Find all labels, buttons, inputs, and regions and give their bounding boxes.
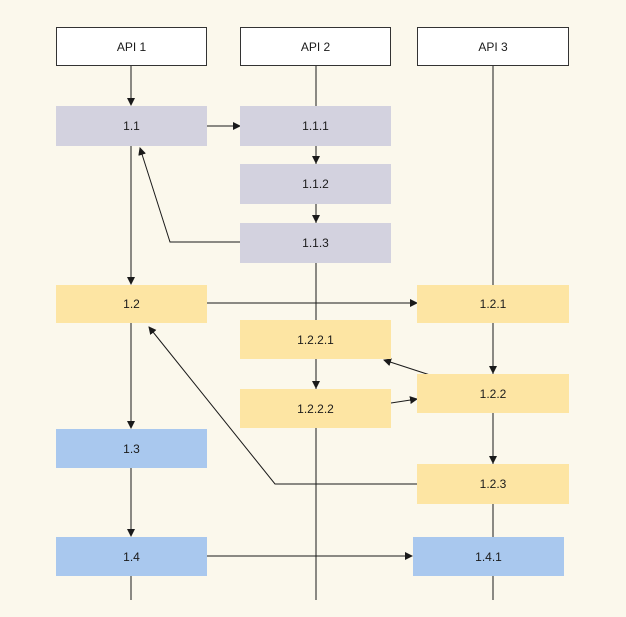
- arrow-1-2-2-to-1-2-2-1: [383, 358, 431, 376]
- api3-header: API 3: [417, 27, 569, 66]
- node-1-1-3-label: 1.1.3: [302, 236, 329, 250]
- node-1-3-label: 1.3: [123, 441, 140, 456]
- node-1-2: 1.2: [56, 285, 207, 323]
- arrow-1-2-2-2-to-1-2-2: [390, 396, 418, 405]
- node-1-1: 1.1: [56, 106, 207, 146]
- node-1-2-label: 1.2: [123, 297, 140, 311]
- return-1-1-3-to-1-1: [138, 147, 240, 243]
- node-1-1-1-label: 1.1.1: [302, 119, 329, 133]
- node-1-1-2-label: 1.1.2: [302, 177, 329, 191]
- node-1-2-2-label: 1.2.2: [479, 386, 507, 401]
- node-1-4: 1.4: [56, 537, 207, 576]
- node-1-2-1: 1.2.1: [417, 285, 569, 323]
- api3-header-label: API 3: [478, 39, 508, 54]
- api1-header-label: API 1: [116, 39, 147, 54]
- node-1-2-2-2-label: 1.2.2.2: [297, 401, 334, 416]
- node-1-1-label: 1.1: [123, 119, 140, 133]
- node-1-2-2-1-label: 1.2.2.1: [297, 332, 334, 347]
- node-1-1-3: 1.1.3: [240, 223, 391, 263]
- node-1-4-label: 1.4: [123, 549, 140, 564]
- api1-header: API 1: [56, 27, 207, 66]
- node-1-3: 1.3: [56, 429, 207, 468]
- node-1-2-3-label: 1.2.3: [479, 477, 507, 491]
- node-1-4-1-label: 1.4.1: [475, 549, 502, 564]
- node-1-1-1: 1.1.1: [240, 106, 391, 146]
- node-1-2-1-label: 1.2.1: [479, 297, 507, 311]
- api2-header-label: API 2: [300, 39, 331, 54]
- node-1-2-3: 1.2.3: [417, 464, 569, 504]
- node-1-2-2-1: 1.2.2.1: [240, 320, 391, 359]
- api2-header: API 2: [240, 27, 391, 66]
- node-1-1-2: 1.1.2: [240, 164, 391, 204]
- return-1-2-3-to-1-2: [148, 326, 417, 485]
- node-1-2-2: 1.2.2: [417, 374, 569, 413]
- node-1-4-1: 1.4.1: [413, 537, 564, 576]
- node-1-2-2-2: 1.2.2.2: [240, 389, 391, 428]
